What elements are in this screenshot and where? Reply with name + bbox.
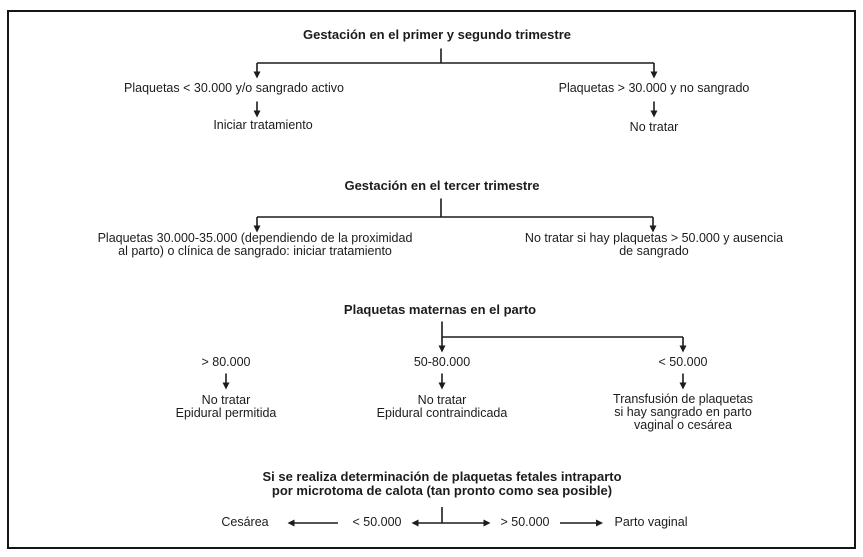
outcome-epidural-allowed-line2: Epidural permitida bbox=[175, 406, 277, 420]
condition-treat-t3-line2: al parto) o clínica de sangrado: iniciar… bbox=[118, 244, 392, 258]
condition-no-treat-t3-line2: de sangrado bbox=[619, 244, 689, 258]
condition-no-treat-t3-line1: No tratar si hay plaquetas > 50.000 y au… bbox=[524, 231, 784, 245]
outcome-platelet-transfusion-line3: vaginal o cesárea bbox=[634, 418, 732, 432]
outcome-epidural-contraindicated-line1: No tratar bbox=[417, 393, 467, 407]
range-50-80000: 50-80.000 bbox=[413, 355, 471, 369]
range-above-80000: > 80.000 bbox=[201, 355, 251, 369]
section-title-trimester3: Gestación en el tercer trimestre bbox=[344, 178, 540, 193]
action-no-treat-t12: No tratar bbox=[629, 120, 679, 134]
condition-treat-t3-line1: Plaquetas 30.000-35.000 (dependiendo de … bbox=[97, 231, 413, 245]
condition-low-platelets-t12: Plaquetas < 30.000 y/o sangrado activo bbox=[124, 81, 344, 95]
outcome-parto-vaginal: Parto vaginal bbox=[614, 515, 688, 529]
outcome-epidural-contraindicated-line2: Epidural contraindicada bbox=[376, 406, 508, 420]
outcome-platelet-transfusion: Transfusión de plaquetas si hay sangrado… bbox=[613, 393, 753, 432]
outcome-cesarea: Cesárea bbox=[221, 515, 269, 529]
outcome-epidural-allowed: No tratar Epidural permitida bbox=[176, 394, 277, 420]
condition-no-treat-t3: No tratar si hay plaquetas > 50.000 y au… bbox=[525, 232, 783, 258]
outcome-epidural-contraindicated: No tratar Epidural contraindicada bbox=[377, 394, 508, 420]
section-title-fetal-intrapartum: Si se realiza determinación de plaquetas… bbox=[262, 470, 621, 498]
condition-high-platelets-t12: Plaquetas > 30.000 y no sangrado bbox=[558, 81, 750, 95]
threshold-below-50000: < 50.000 bbox=[352, 515, 402, 529]
range-below-50000: < 50.000 bbox=[658, 355, 708, 369]
section-title-trimester12: Gestación en el primer y segundo trimest… bbox=[302, 27, 572, 42]
section-title-fetal-intrapartum-line1: Si se realiza determinación de plaquetas… bbox=[262, 469, 622, 484]
outcome-platelet-transfusion-line1: Transfusión de plaquetas bbox=[613, 392, 753, 406]
threshold-above-50000: > 50.000 bbox=[500, 515, 550, 529]
section-title-maternal-delivery: Plaquetas maternas en el parto bbox=[343, 302, 537, 317]
section-title-fetal-intrapartum-line2: por microtoma de calota (tan pronto como… bbox=[271, 483, 613, 498]
action-start-treatment-t12: Iniciar tratamiento bbox=[213, 118, 313, 132]
outcome-epidural-allowed-line1: No tratar bbox=[201, 393, 251, 407]
condition-treat-t3: Plaquetas 30.000-35.000 (dependiendo de … bbox=[98, 232, 413, 258]
flowchart-frame bbox=[7, 10, 856, 549]
outcome-platelet-transfusion-line2: si hay sangrado en parto bbox=[614, 405, 752, 419]
